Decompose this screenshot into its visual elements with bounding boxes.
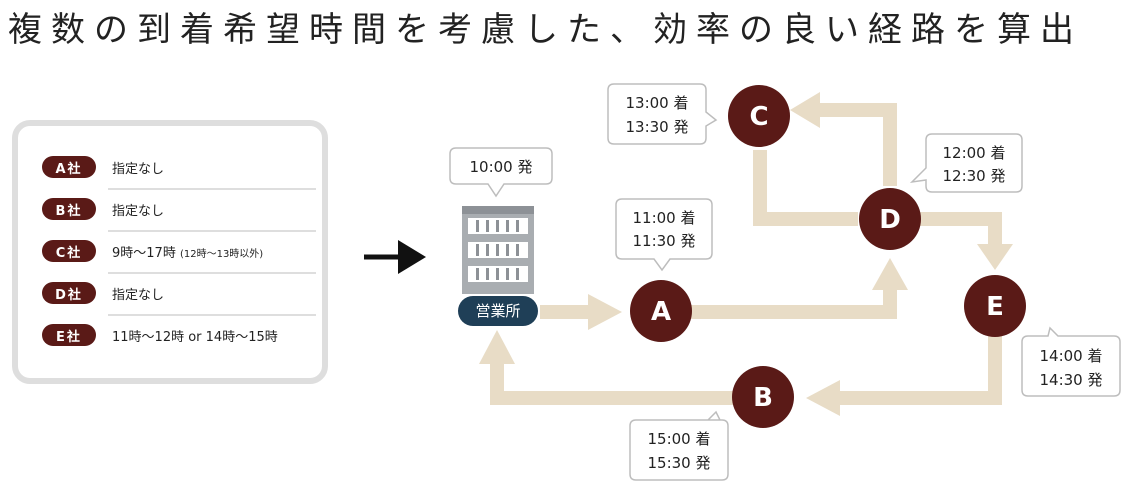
node-e-label: E xyxy=(986,292,1004,322)
c-depart-time: 13:30 発 xyxy=(626,118,689,136)
arrowhead-icon xyxy=(790,92,820,128)
company-badge-c: C社 xyxy=(42,240,96,262)
arrow-right-icon xyxy=(364,240,426,274)
arrowhead-icon xyxy=(588,294,622,330)
office-label: 営業所 xyxy=(475,302,520,320)
node-e xyxy=(964,275,1026,337)
condition-time-c: 9時〜17時 (12時〜13時以外) xyxy=(112,242,263,261)
page-title: 複数の到着希望時間を考慮した、効率の良い経路を算出 xyxy=(8,10,1083,50)
callout-office xyxy=(449,147,553,198)
condition-time-d: 指定なし xyxy=(112,284,164,303)
office-depart-time: 10:00 発 xyxy=(470,158,533,176)
condition-row-b: B社 指定なし xyxy=(42,196,316,222)
d-depart-time: 12:30 発 xyxy=(943,167,1006,185)
route-d-to-c xyxy=(818,103,897,186)
callout-d xyxy=(909,133,1023,193)
time-text-a: 指定なし xyxy=(112,161,165,177)
d-arrive-time: 12:00 着 xyxy=(943,144,1006,162)
conditions-panel: A社 指定なし B社 指定なし C社 9時〜17時 (12時〜13時以外) D社… xyxy=(12,120,328,384)
arrowhead-icon xyxy=(806,380,840,416)
condition-row-e: E社 11時〜12時 or 14時〜15時 xyxy=(42,322,316,348)
arrowhead-icon xyxy=(872,258,908,290)
company-badge-b: B社 xyxy=(42,198,96,220)
condition-time-a: 指定なし xyxy=(112,158,164,177)
condition-time-b: 指定なし xyxy=(112,200,164,219)
route-b-to-office xyxy=(490,362,733,405)
divider xyxy=(108,314,316,316)
node-c xyxy=(728,85,790,147)
time-text-b: 指定なし xyxy=(112,203,165,219)
callout-b xyxy=(629,410,729,481)
time-text-d: 指定なし xyxy=(112,287,165,303)
callout-a xyxy=(615,198,713,272)
condition-row-d: D社 指定なし xyxy=(42,280,316,306)
node-d-label: D xyxy=(879,205,901,235)
e-arrive-time: 14:00 着 xyxy=(1040,347,1103,365)
arrowhead-icon xyxy=(977,244,1013,270)
callout-c xyxy=(607,83,718,145)
condition-row-a: A社 指定なし xyxy=(42,154,316,180)
divider xyxy=(108,272,316,274)
node-b xyxy=(732,366,794,428)
condition-time-e: 11時〜12時 or 14時〜15時 xyxy=(112,326,278,345)
arrowhead-icon xyxy=(479,330,515,364)
time-text-c: 9時〜17時 xyxy=(112,245,180,261)
node-a xyxy=(630,280,692,342)
node-b-label: B xyxy=(753,383,773,413)
divider xyxy=(108,230,316,232)
a-depart-time: 11:30 発 xyxy=(633,232,696,250)
node-d xyxy=(859,188,921,250)
time-text-e: 11時〜12時 or 14時〜15時 xyxy=(112,329,278,345)
route-e-to-b xyxy=(838,336,1002,405)
node-c-label: C xyxy=(749,102,768,132)
route-d-to-e xyxy=(920,212,1002,246)
office-building-icon xyxy=(462,206,534,294)
company-badge-e: E社 xyxy=(42,324,96,346)
c-arrive-time: 13:00 着 xyxy=(626,94,689,112)
b-arrive-time: 15:00 着 xyxy=(648,430,711,448)
office-label-pill xyxy=(458,296,538,326)
b-depart-time: 15:30 発 xyxy=(648,454,711,472)
time-note-c: (12時〜13時以外) xyxy=(179,248,264,260)
route-a-to-d xyxy=(690,288,897,319)
e-depart-time: 14:30 発 xyxy=(1040,371,1103,389)
company-badge-d: D社 xyxy=(42,282,96,304)
condition-row-c: C社 9時〜17時 (12時〜13時以外) xyxy=(42,238,316,264)
callout-e xyxy=(1021,326,1121,397)
a-arrive-time: 11:00 着 xyxy=(633,209,696,227)
route-c-to-d xyxy=(753,150,858,226)
node-a-label: A xyxy=(651,297,671,327)
divider xyxy=(108,188,316,190)
company-badge-a: A社 xyxy=(42,156,96,178)
